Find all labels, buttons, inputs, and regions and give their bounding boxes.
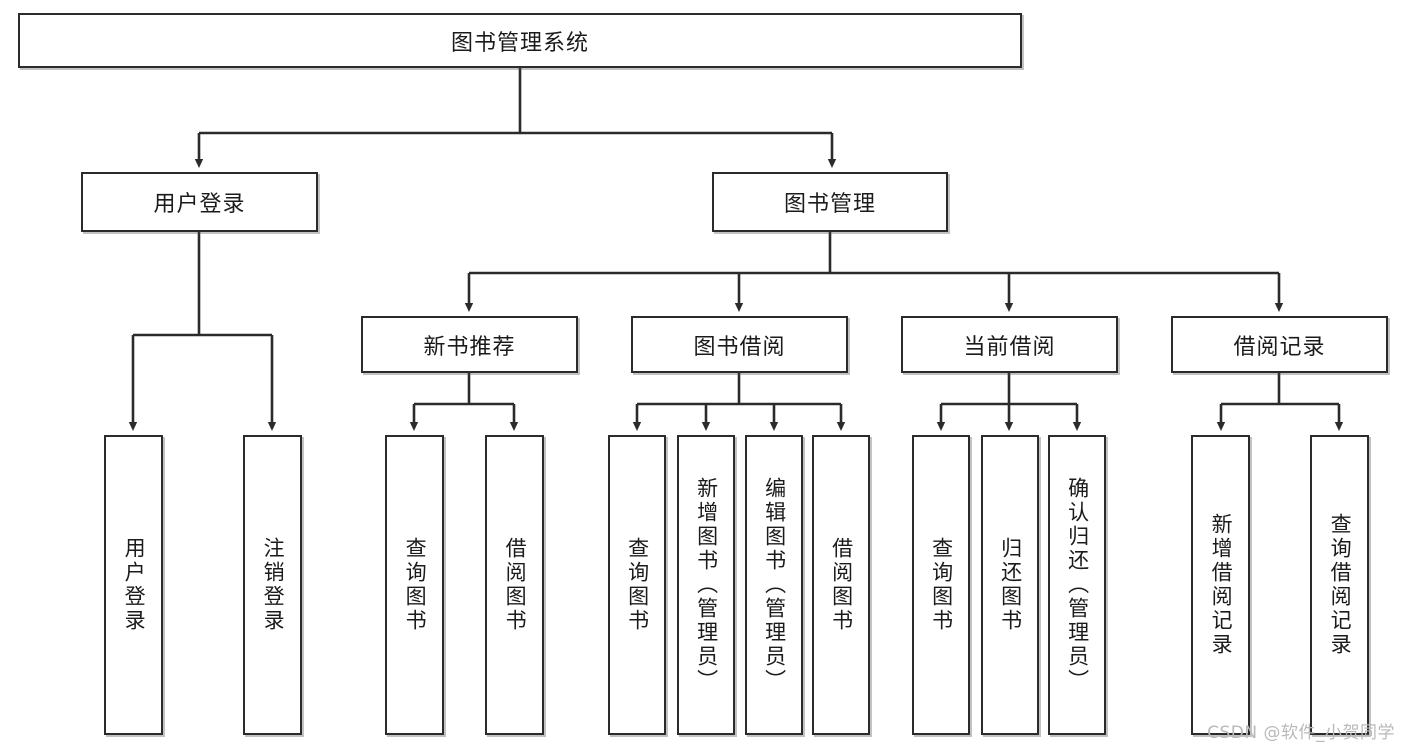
leaf-user-login[interactable]: 用户登录	[104, 435, 163, 735]
leaf-borrow-book-recommend[interactable]: 借阅图书	[485, 435, 544, 735]
watermark: CSDN @软件_小贺同学	[1207, 723, 1395, 743]
leaf-add-borrow-record[interactable]: 新增借阅记录	[1191, 435, 1250, 735]
node-label: 图书管理系统	[450, 30, 589, 56]
node-root-book-management-system[interactable]: 图书管理系统	[18, 13, 1022, 68]
node-label: 查询借阅记录	[1328, 513, 1353, 657]
leaf-edit-book-admin[interactable]: 编辑图书（管理员）	[745, 435, 803, 735]
leaf-logout[interactable]: 注销登录	[243, 435, 302, 735]
node-label: 借阅图书	[829, 537, 854, 633]
node-label: 新增借阅记录	[1209, 513, 1234, 657]
node-label: 确认归还（管理员）	[1065, 477, 1090, 693]
node-label: 查询图书	[625, 537, 650, 633]
leaf-confirm-return-admin[interactable]: 确认归还（管理员）	[1048, 435, 1106, 735]
leaf-query-book-recommend[interactable]: 查询图书	[385, 435, 444, 735]
leaf-query-borrow-record[interactable]: 查询借阅记录	[1310, 435, 1369, 735]
node-label: 图书借阅	[693, 334, 786, 360]
node-label: 用户登录	[122, 537, 147, 633]
node-new-book-recommend[interactable]: 新书推荐	[361, 316, 578, 373]
node-borrow-record[interactable]: 借阅记录	[1171, 316, 1388, 373]
node-label: 查询图书	[929, 537, 954, 633]
node-label: 新书推荐	[423, 334, 516, 360]
node-label: 查询图书	[403, 537, 428, 633]
node-label: 用户登录	[153, 192, 246, 217]
node-book-management[interactable]: 图书管理	[712, 172, 948, 232]
node-current-borrow[interactable]: 当前借阅	[901, 316, 1118, 373]
node-label: 当前借阅	[963, 334, 1056, 360]
leaf-return-book[interactable]: 归还图书	[981, 435, 1039, 735]
node-label: 借阅记录	[1233, 334, 1326, 360]
node-label: 编辑图书（管理员）	[762, 477, 787, 693]
node-book-borrow[interactable]: 图书借阅	[631, 316, 848, 373]
node-label: 归还图书	[998, 537, 1023, 633]
node-label: 图书管理	[783, 192, 876, 217]
node-user-login[interactable]: 用户登录	[81, 172, 318, 232]
leaf-query-book-current[interactable]: 查询图书	[912, 435, 970, 735]
leaf-query-book-borrow[interactable]: 查询图书	[608, 435, 666, 735]
node-label: 新增图书（管理员）	[694, 477, 719, 693]
leaf-add-book-admin[interactable]: 新增图书（管理员）	[677, 435, 735, 735]
leaf-borrow-book[interactable]: 借阅图书	[812, 435, 870, 735]
node-label: 注销登录	[261, 537, 286, 633]
node-label: 借阅图书	[503, 537, 528, 633]
